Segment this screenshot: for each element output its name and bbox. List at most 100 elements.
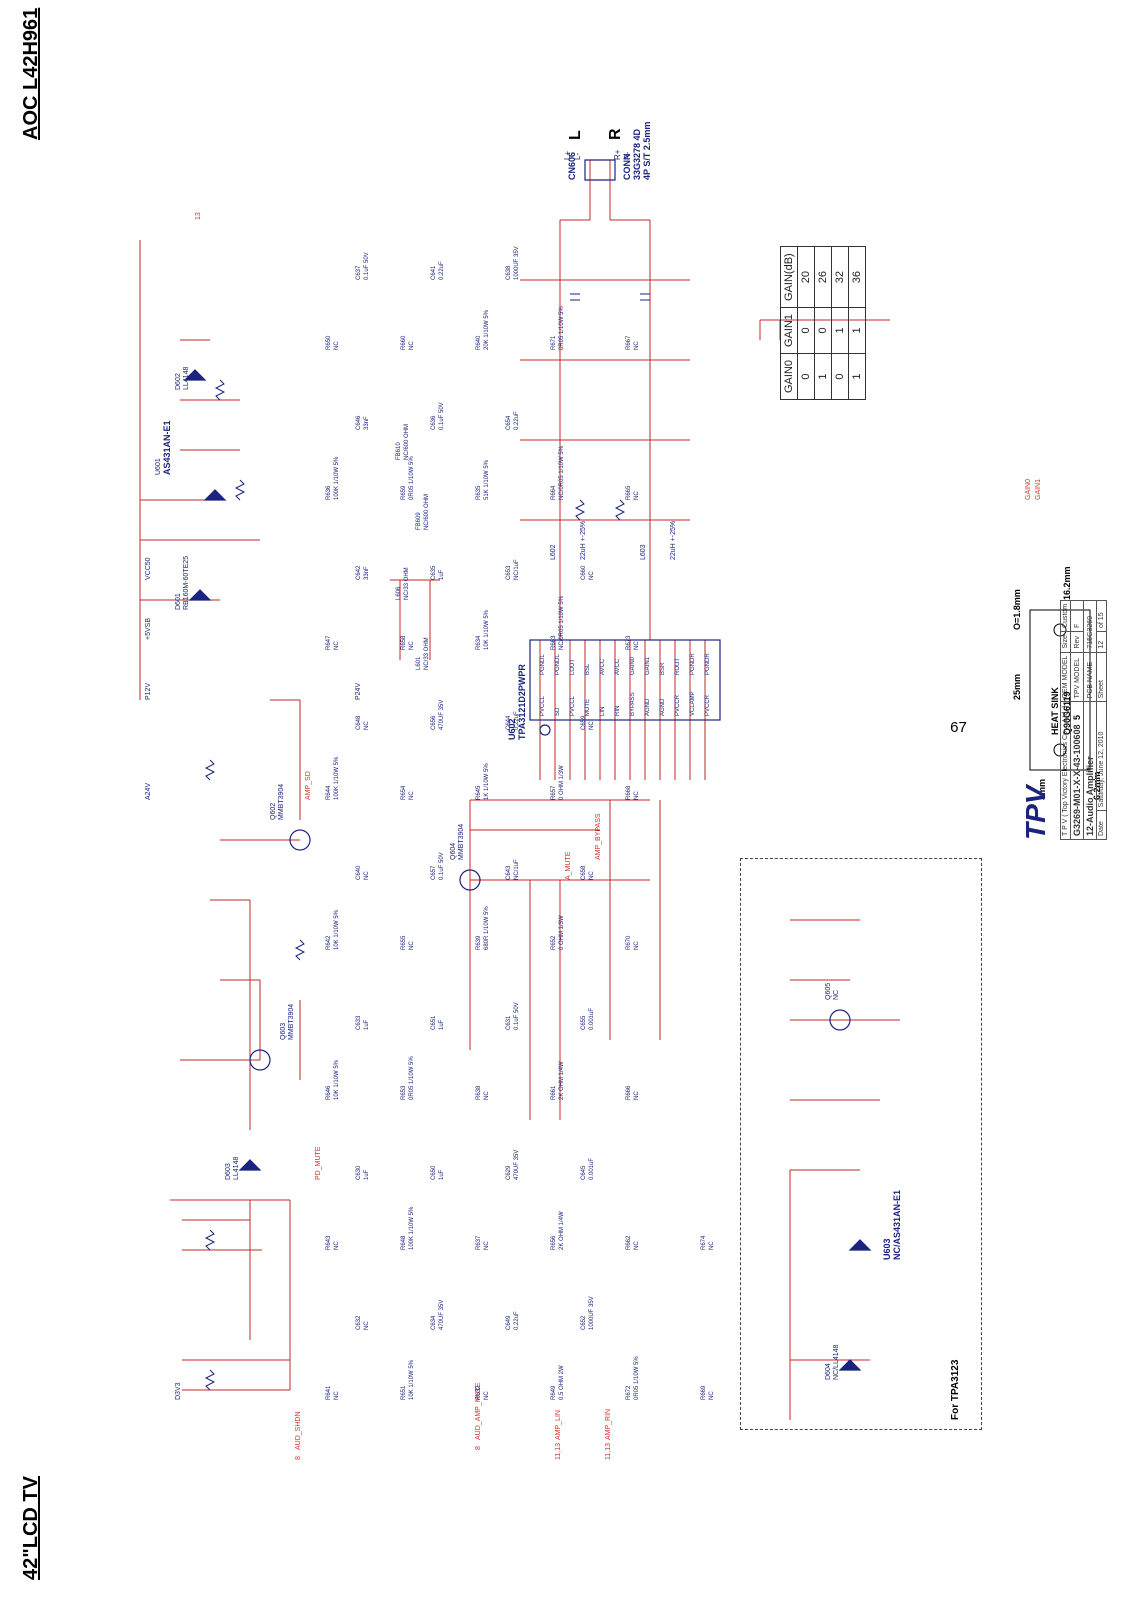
heatsink-pn: Q90G6119 bbox=[1062, 691, 1072, 735]
resistor-value: NC bbox=[409, 791, 415, 800]
rail-a24v: A24V bbox=[145, 783, 152, 800]
u602-pin1-mark bbox=[539, 724, 551, 736]
resistor-ref: R651 bbox=[401, 1385, 407, 1400]
capacitor-value: 0.001uF bbox=[589, 1008, 595, 1030]
u601-ref: U601 bbox=[155, 458, 162, 475]
tb-pcb-name: PCB NAME bbox=[1083, 652, 1097, 702]
u602-pin-left: VCLAMP bbox=[690, 691, 696, 716]
resistor-ref: R660 bbox=[401, 335, 407, 350]
tpa3123-label: For TPA3123 bbox=[950, 1359, 961, 1420]
q605-part: NC bbox=[833, 990, 840, 1000]
capacitor-ref: C652 bbox=[581, 1315, 587, 1330]
resistor-ref: R658 bbox=[401, 635, 407, 650]
u602-pin-right: PGNDR bbox=[705, 653, 711, 675]
capacitor-ref: C658 bbox=[581, 865, 587, 880]
resistor-value: 0 OHM 1/3W bbox=[559, 765, 565, 800]
net-a-mute: A_MUTE bbox=[565, 851, 572, 880]
capacitor-value: 470UF 35V bbox=[439, 700, 445, 730]
tb-oem: OEM MODEL bbox=[1060, 652, 1071, 702]
wire-shdn bbox=[182, 1199, 291, 1391]
resistor-ref: R655 bbox=[401, 935, 407, 950]
capacitor-ref: C656 bbox=[431, 715, 437, 730]
l603-val: 22uH +-25% bbox=[670, 521, 677, 560]
q605-symbol bbox=[829, 1009, 851, 1031]
conn-rminus: R- bbox=[623, 151, 632, 160]
resistor-ref: R642 bbox=[326, 935, 332, 950]
cn606-desc: 4P S/T 2.5mm bbox=[642, 122, 652, 180]
l603-ref: L603 bbox=[640, 544, 647, 560]
capacitor-value: 33nF bbox=[364, 566, 370, 580]
resistor-ref: R650 bbox=[326, 335, 332, 350]
capacitor-ref: C642 bbox=[356, 565, 362, 580]
capacitor-value: NC bbox=[364, 871, 370, 880]
capacitor-value: 1uF bbox=[364, 1019, 370, 1030]
title-block: T P V ( Top Victory Electronics Co . , L… bbox=[1060, 600, 1107, 840]
capacitor-ref: C644 bbox=[506, 715, 512, 730]
tb-tpv-model: TPV MODEL bbox=[1070, 652, 1084, 702]
resistor-value: NC bbox=[634, 491, 640, 500]
gain-cell: 20 bbox=[797, 246, 815, 308]
capacitor-value: 1000UF 35V bbox=[514, 246, 520, 280]
heatsink-outline bbox=[1029, 609, 1091, 771]
u602-pin-right: GAIN0 bbox=[630, 656, 636, 675]
passives bbox=[204, 293, 650, 1391]
u602-part: TPA3121D2PWPR bbox=[517, 664, 527, 740]
conn-rplus: R+ bbox=[613, 149, 622, 160]
resistor-ref: R661 bbox=[551, 1085, 557, 1100]
resistor-value: 100K 1/10W 5% bbox=[409, 1206, 415, 1250]
resistor-ref: R668 bbox=[626, 785, 632, 800]
resistor-value: NC bbox=[709, 1241, 715, 1250]
labels: U601 AS431AN-E1 U602 TPA3121D2PWPR U603 … bbox=[155, 122, 902, 1380]
u602-pin-right: BSL bbox=[585, 663, 591, 675]
resistor-value: NC bbox=[634, 941, 640, 950]
resistor-ref: R637 bbox=[476, 1235, 482, 1250]
r642-zig bbox=[204, 1229, 216, 1251]
capacitor-ref: C660 bbox=[581, 565, 587, 580]
resistor-ref: R674 bbox=[701, 1235, 707, 1250]
capacitor-ref: C635 bbox=[431, 565, 437, 580]
capacitor-value: NC bbox=[589, 871, 595, 880]
u603-symbol bbox=[848, 1239, 872, 1251]
conn-lminus: L- bbox=[573, 153, 582, 160]
heatsink-hole-right bbox=[1053, 623, 1067, 637]
resistor-value: NC bbox=[409, 641, 415, 650]
capacitor-ref: C633 bbox=[356, 1015, 362, 1030]
u601-symbol bbox=[203, 489, 227, 501]
heatsink-d3: 25mm bbox=[1012, 674, 1022, 700]
resistor-value: NC bbox=[634, 1091, 640, 1100]
net-ref-8a: 8 bbox=[295, 1456, 302, 1460]
inductor-ref: L606 bbox=[396, 586, 402, 600]
resistor-value: NC bbox=[334, 1241, 340, 1250]
u602-pin-left: LIN bbox=[600, 707, 606, 716]
net-amp-bypass: AMP_BYPASS bbox=[595, 813, 602, 860]
resistor-ref: R656 bbox=[551, 1235, 557, 1250]
u602-pin-right: PGNDR bbox=[690, 653, 696, 675]
cn606-ref: CN606 bbox=[567, 152, 577, 180]
inductor-value: NC/33 OHM bbox=[424, 637, 430, 670]
u603-part: NC/AS431AN-E1 bbox=[892, 1190, 902, 1260]
wire-top bbox=[139, 240, 260, 700]
resistor-ref: R657 bbox=[551, 785, 557, 800]
heatsink-pin: 5 bbox=[1072, 715, 1082, 720]
wire-q603 bbox=[180, 979, 261, 1061]
wires bbox=[139, 160, 900, 1420]
tb-sheet: Sheet bbox=[1096, 652, 1107, 702]
net-aud-shdn: AUD_SHDN bbox=[295, 1411, 302, 1450]
resistor-value: 680R 1/10W 5% bbox=[484, 906, 490, 950]
rail-p24v: P24V bbox=[355, 683, 362, 700]
d604-ref: D604 bbox=[825, 1363, 832, 1380]
q603-symbol bbox=[249, 1049, 271, 1071]
capacitor-ref: C645 bbox=[581, 1165, 587, 1180]
d602-symbol bbox=[183, 369, 207, 381]
resistor-value: NC bbox=[334, 1391, 340, 1400]
u602-pin-right: LOUT bbox=[570, 659, 576, 675]
tpv-logo: TPV bbox=[1020, 785, 1051, 840]
rail-vcc50: VCC50 bbox=[145, 557, 152, 580]
net-ref-1113b: 11,13 bbox=[605, 1443, 612, 1460]
u602-pin-left: MUTE bbox=[585, 699, 591, 716]
capacitor-value: 0.001uF bbox=[589, 1158, 595, 1180]
